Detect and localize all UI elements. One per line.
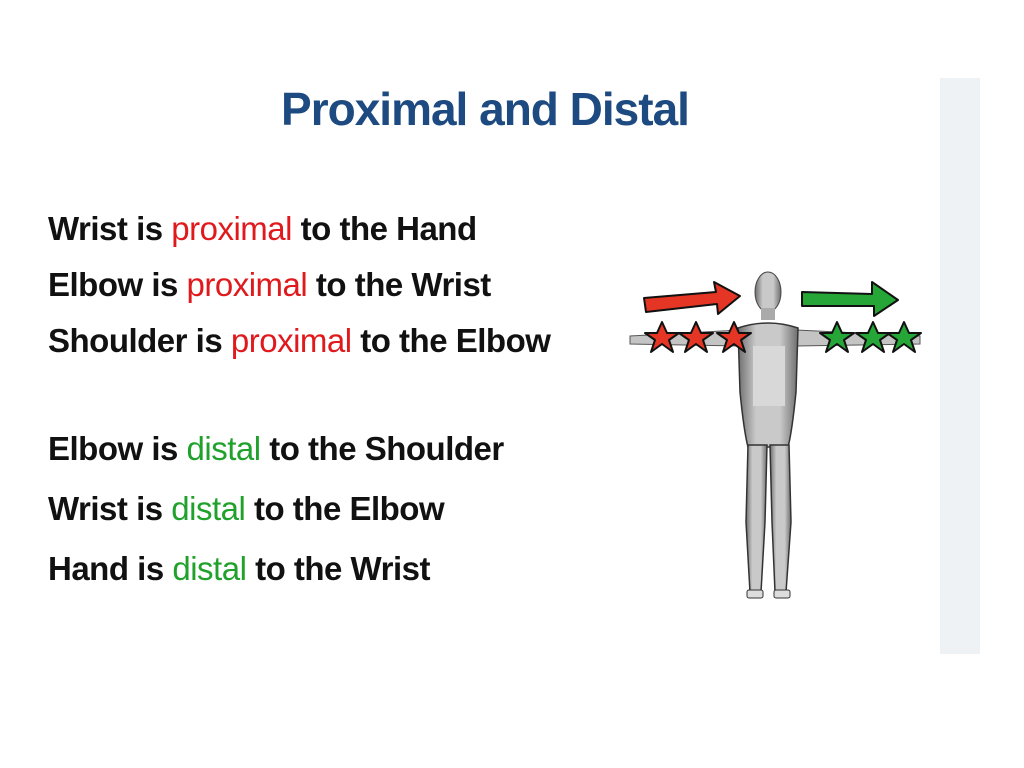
proximal-term: proximal xyxy=(186,266,308,303)
distal-term: distal xyxy=(186,430,262,467)
line-text: Shoulder is xyxy=(48,322,231,359)
proximal-line-2: Elbow is proximal to the Wrist xyxy=(48,266,491,304)
body-silhouette-icon xyxy=(629,271,921,599)
line-text: to the Shoulder xyxy=(260,430,504,467)
line-text: to the Elbow xyxy=(351,322,551,359)
proximal-term: proximal xyxy=(171,210,292,247)
distal-arrow-icon xyxy=(801,281,899,317)
line-text: to the Wrist xyxy=(307,266,491,303)
line-text: to the Wrist xyxy=(246,550,430,587)
proximal-term: proximal xyxy=(230,322,352,359)
proximal-stars-icon xyxy=(644,321,752,353)
line-text: Wrist is xyxy=(48,490,172,527)
distal-stars-icon xyxy=(819,321,922,353)
proximal-line-3: Shoulder is proximal to the Elbow xyxy=(48,322,551,360)
proximal-arrow-icon xyxy=(643,281,741,315)
line-text: Elbow is xyxy=(48,266,187,303)
proximal-line-1: Wrist is proximal to the Hand xyxy=(48,210,477,248)
line-text: to the Hand xyxy=(291,210,477,247)
human-body-figure xyxy=(620,262,930,607)
distal-term: distal xyxy=(172,550,247,587)
distal-line-3: Hand is distal to the Wrist xyxy=(48,550,430,588)
side-panel-strip xyxy=(940,78,980,654)
line-text: to the Elbow xyxy=(245,490,445,527)
slide-title: Proximal and Distal xyxy=(281,83,690,135)
line-text: Elbow is xyxy=(48,430,187,467)
line-text: Wrist is xyxy=(48,210,172,247)
distal-line-1: Elbow is distal to the Shoulder xyxy=(48,430,504,468)
distal-term: distal xyxy=(171,490,246,527)
line-text: Hand is xyxy=(48,550,173,587)
distal-line-2: Wrist is distal to the Elbow xyxy=(48,490,445,528)
